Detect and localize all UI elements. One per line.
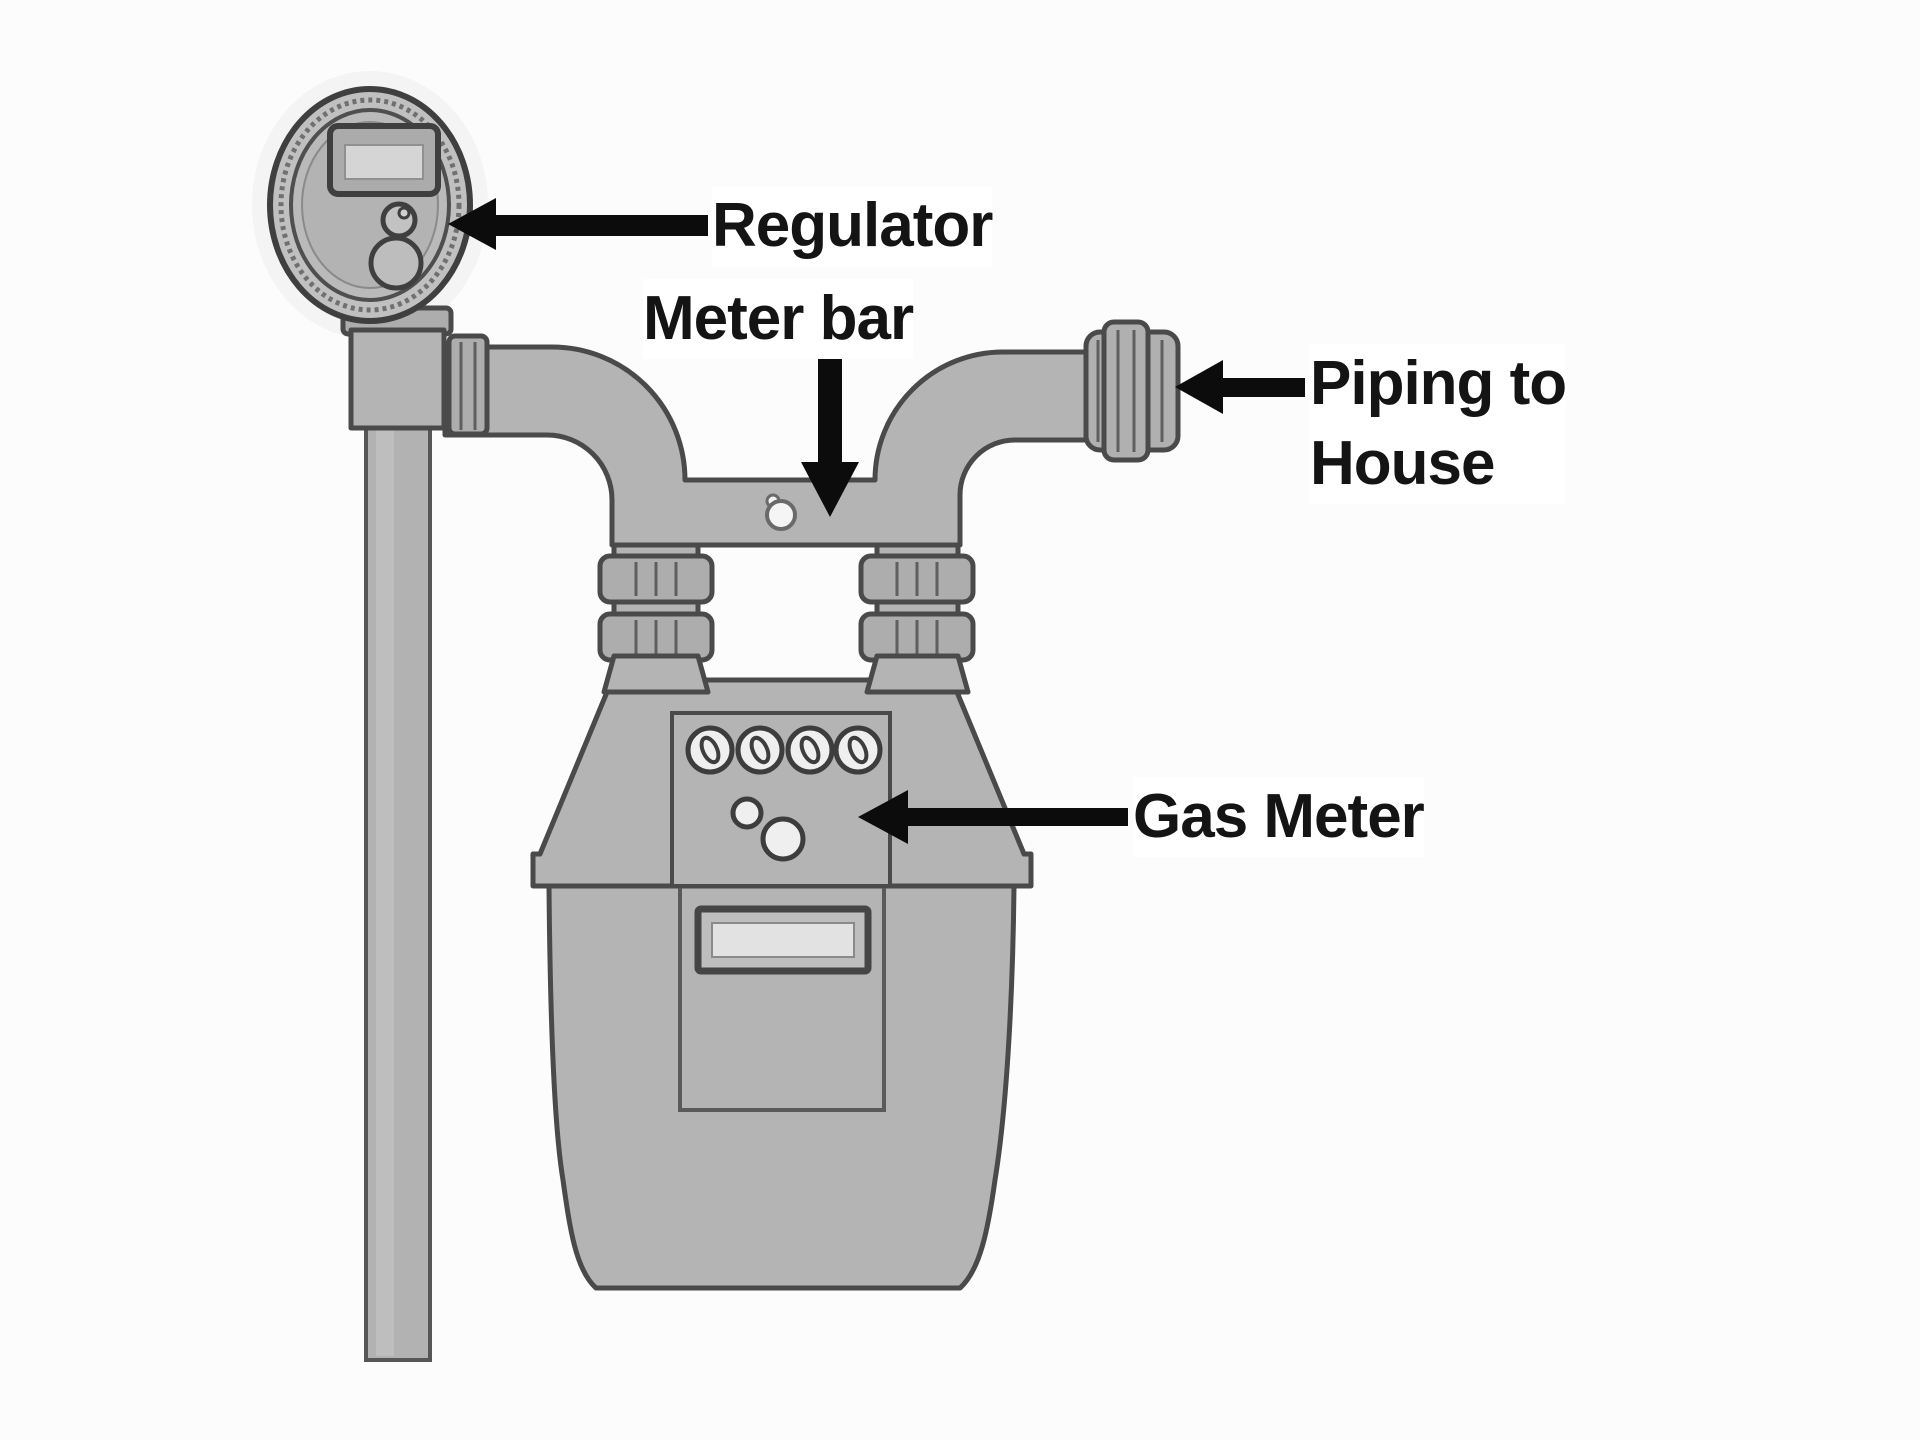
index-dial-1	[685, 725, 735, 775]
regulator-outlet-coupling	[446, 333, 490, 437]
supply-riser-pipe	[364, 418, 432, 1362]
odometer-window	[694, 905, 872, 975]
meter-bar-arrow	[801, 345, 859, 517]
regulator-display-window	[327, 123, 441, 197]
knurled-ring	[278, 97, 462, 313]
index-dial-3	[785, 725, 835, 775]
test-dial-small	[730, 796, 764, 830]
gas-meter-body	[546, 883, 1017, 1291]
meter-bar-label: Meter bar	[643, 279, 914, 359]
outlet-swivel-right	[858, 542, 976, 695]
index-dial-2	[735, 725, 785, 775]
inlet-swivel-left	[597, 542, 715, 695]
house-piping-fitting	[1083, 319, 1181, 463]
pipe-assembly	[442, 344, 1095, 548]
test-dial-large	[760, 816, 806, 862]
meter-bar	[442, 344, 1095, 548]
index-dial-4	[833, 725, 883, 775]
regulator-base	[340, 305, 454, 431]
piping-to-house-label-line2: House	[1310, 429, 1495, 498]
regulator-label: Regulator	[712, 186, 993, 266]
meter-bar-hole	[765, 493, 797, 531]
regulator-vent-valve	[368, 201, 424, 291]
gas-meter-arrow	[858, 790, 1128, 844]
piping-to-house-label: Piping to House	[1310, 344, 1567, 504]
regulator-gauge	[267, 86, 473, 324]
piping-arrow	[1175, 360, 1305, 414]
gas-meter-label: Gas Meter	[1133, 777, 1425, 857]
regulator-arrow	[448, 198, 708, 250]
piping-to-house-label-line1: Piping to	[1310, 349, 1567, 418]
meter-dial-panel	[670, 711, 892, 888]
